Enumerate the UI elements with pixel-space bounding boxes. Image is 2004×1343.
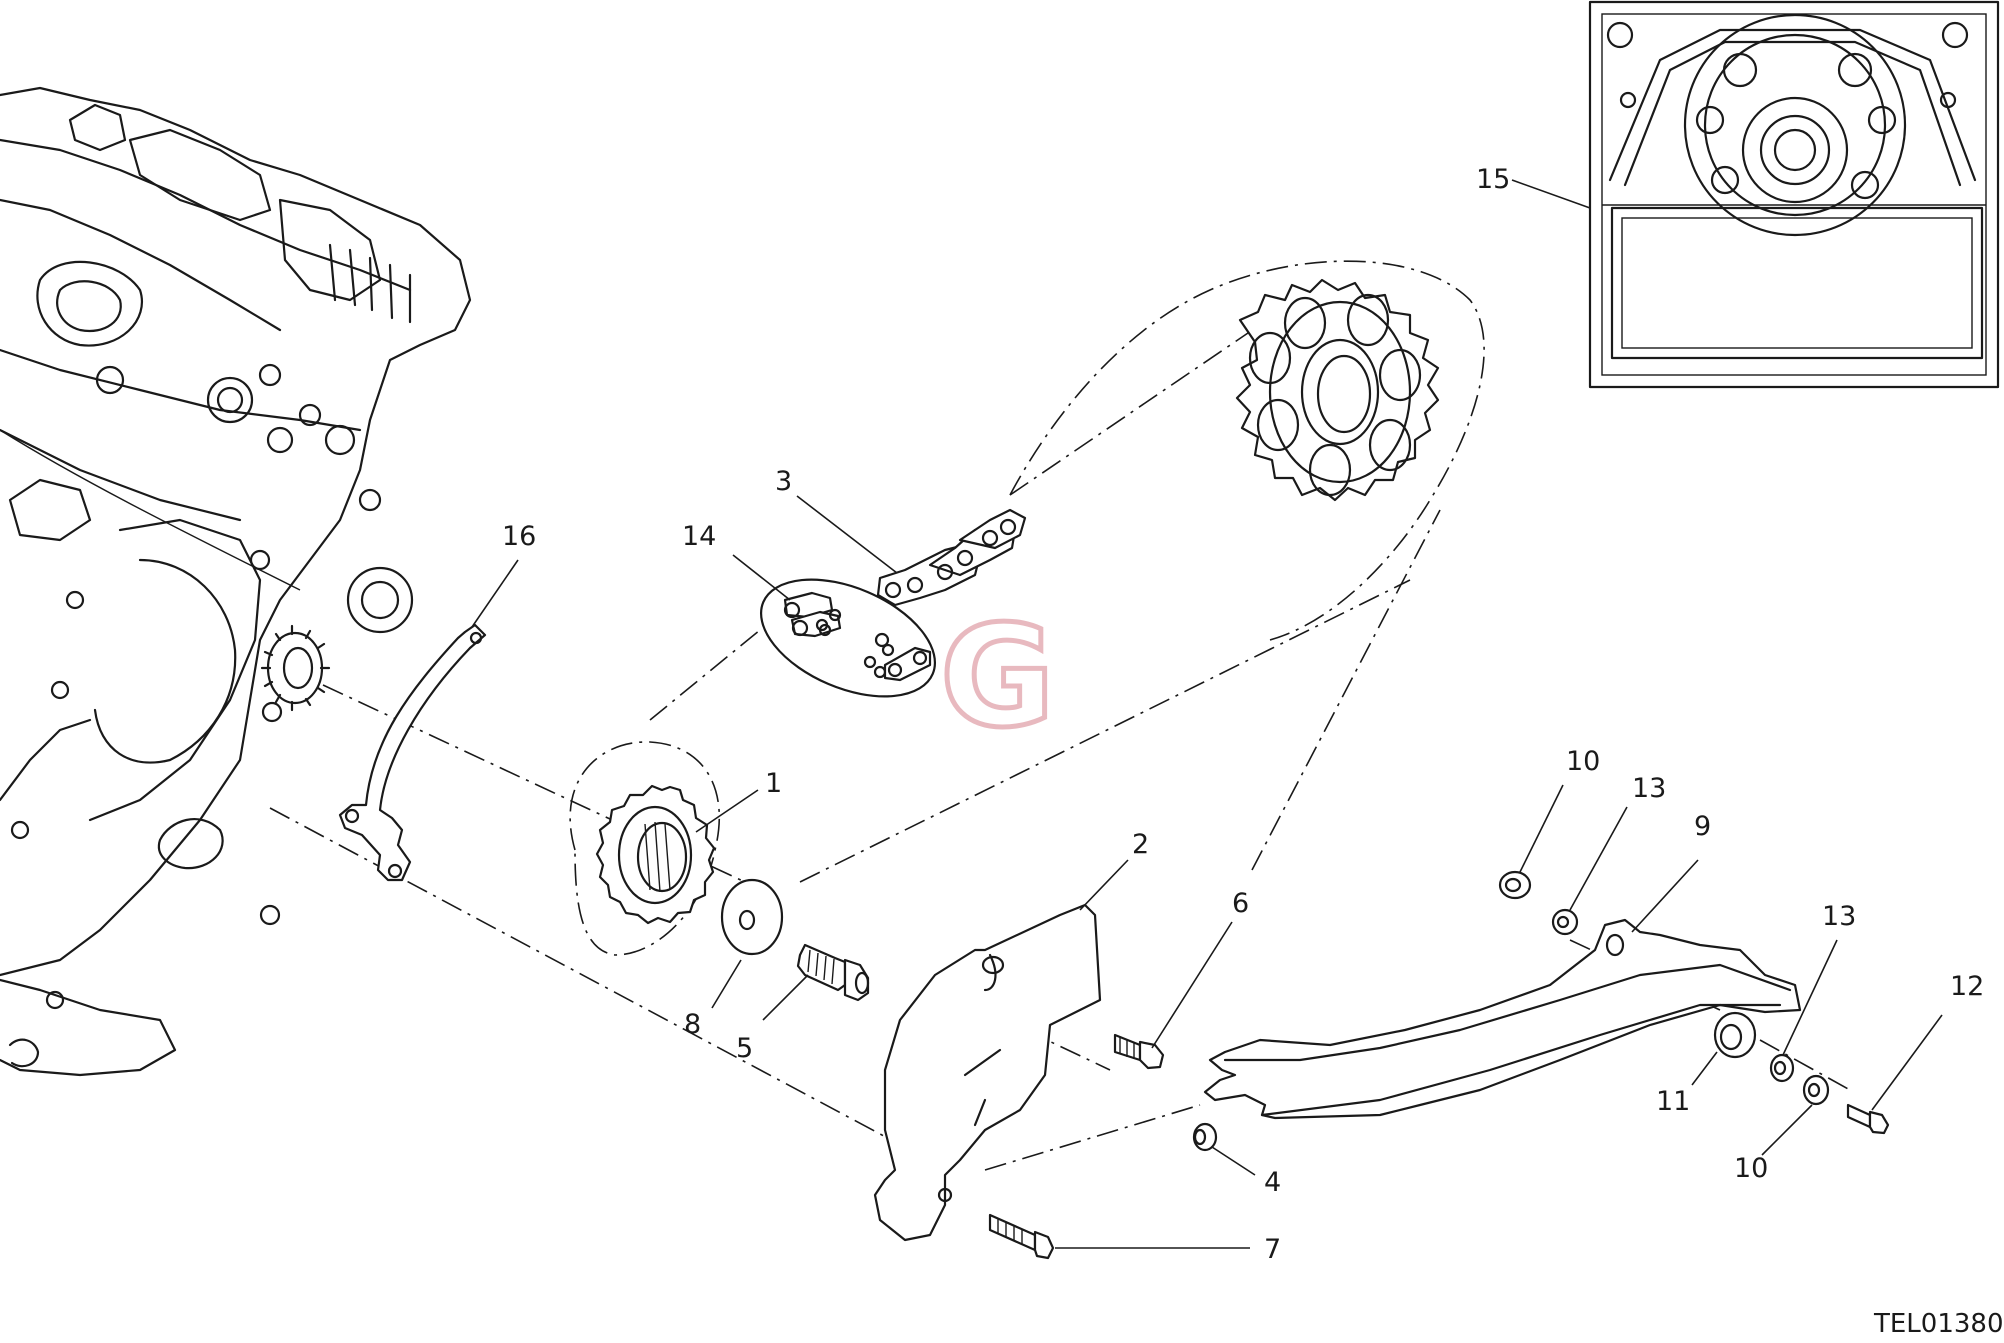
rear-sprocket <box>1009 260 1485 641</box>
watermark-letter: G <box>940 596 1055 759</box>
washer <box>720 878 784 956</box>
callout-6: 6 <box>1232 888 1249 919</box>
callout-13b: 13 <box>1822 901 1856 932</box>
callout-10a: 10 <box>1566 746 1600 777</box>
assembly-axes <box>269 317 1851 1171</box>
brand-watermark: G <box>938 594 1058 762</box>
callout-13a: 13 <box>1632 773 1666 804</box>
front-sprocket <box>569 741 720 956</box>
cover-screw-6 <box>1113 1033 1165 1070</box>
callout-5: 5 <box>736 1033 753 1064</box>
sprocket-bolt <box>796 943 870 1002</box>
callout-4: 4 <box>1264 1167 1281 1198</box>
drawing-code: TEL01380 <box>1873 1309 2004 1339</box>
cover-screw-7 <box>988 1213 1055 1260</box>
chain-guard-bracket <box>338 623 487 882</box>
callout-leaders <box>471 179 1943 1249</box>
callout-9: 9 <box>1694 811 1711 842</box>
callout-labels: 1 2 3 4 5 6 7 8 9 10 10 11 12 13 13 14 1… <box>502 164 1984 1265</box>
inset-plate-box <box>1588 0 2000 389</box>
callout-12: 12 <box>1950 971 1984 1002</box>
callout-1: 1 <box>765 768 782 799</box>
drive-chain-links <box>876 508 1027 607</box>
callout-11: 11 <box>1656 1086 1690 1117</box>
callout-16: 16 <box>502 521 536 552</box>
callout-3: 3 <box>775 466 792 497</box>
chain-slider <box>1203 918 1802 1120</box>
spacer-4 <box>1192 1122 1218 1152</box>
slider-hardware <box>1498 870 1890 1135</box>
callout-7: 7 <box>1264 1234 1281 1265</box>
callout-14: 14 <box>682 521 716 552</box>
callout-10b: 10 <box>1734 1153 1768 1184</box>
sprocket-cover <box>873 903 1102 1242</box>
callout-15: 15 <box>1476 164 1510 195</box>
engine-block <box>0 86 472 1077</box>
sprocket-teeth <box>595 784 716 925</box>
callout-8: 8 <box>684 1009 701 1040</box>
chain-master-link-kit <box>759 578 937 698</box>
callout-2: 2 <box>1132 829 1149 860</box>
